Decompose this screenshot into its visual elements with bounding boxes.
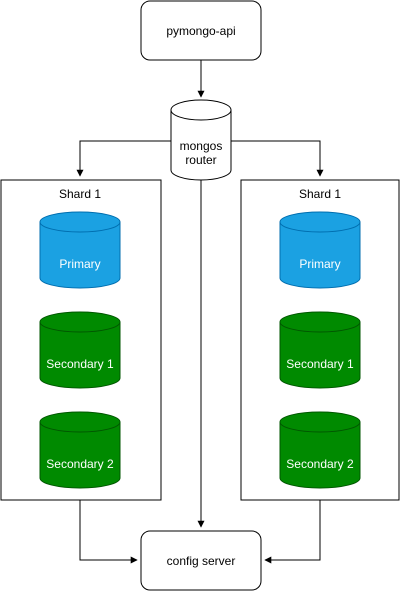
right-secondary2-db[interactable]: Secondary 2 bbox=[279, 411, 361, 489]
left-secondary1-label: Secondary 1 bbox=[46, 357, 114, 371]
right-secondary1-db[interactable]: Secondary 1 bbox=[279, 311, 361, 389]
right-shard-to-config-arrow bbox=[264, 500, 321, 564]
connectors bbox=[76, 60, 324, 564]
left-shard-to-config-arrow bbox=[79, 500, 138, 564]
right-primary-label: Primary bbox=[299, 257, 340, 271]
left-primary-label: Primary bbox=[59, 257, 100, 271]
shard-right-title: Shard 1 bbox=[299, 187, 341, 201]
left-primary-db[interactable]: Primary bbox=[39, 211, 121, 289]
left-secondary1-db[interactable]: Secondary 1 bbox=[39, 311, 121, 389]
router-to-right-shard-arrow bbox=[231, 140, 324, 177]
left-secondary2-db[interactable]: Secondary 2 bbox=[39, 411, 121, 489]
mongos-router-node[interactable]: mongos router bbox=[170, 99, 232, 181]
router-to-left-shard-arrow bbox=[76, 140, 171, 177]
pymongo-api-label: pymongo-api bbox=[166, 24, 235, 38]
config-server-label: config server bbox=[167, 554, 236, 568]
right-primary-db[interactable]: Primary bbox=[279, 211, 361, 289]
right-secondary1-label: Secondary 1 bbox=[286, 357, 354, 371]
shard-left[interactable]: Shard 1 Primary Secondary 1 Secondary 2 bbox=[0, 179, 162, 501]
left-secondary2-label: Secondary 2 bbox=[46, 457, 114, 471]
config-server-node[interactable]: config server bbox=[140, 530, 262, 591]
router-label-line2: router bbox=[185, 153, 216, 167]
shard-left-title: Shard 1 bbox=[59, 187, 101, 201]
right-secondary2-label: Secondary 2 bbox=[286, 457, 354, 471]
shard-right[interactable]: Shard 1 Primary Secondary 1 Secondary 2 bbox=[240, 179, 400, 501]
router-label-line1: mongos bbox=[180, 139, 223, 153]
pymongo-api-node[interactable]: pymongo-api bbox=[140, 0, 262, 61]
